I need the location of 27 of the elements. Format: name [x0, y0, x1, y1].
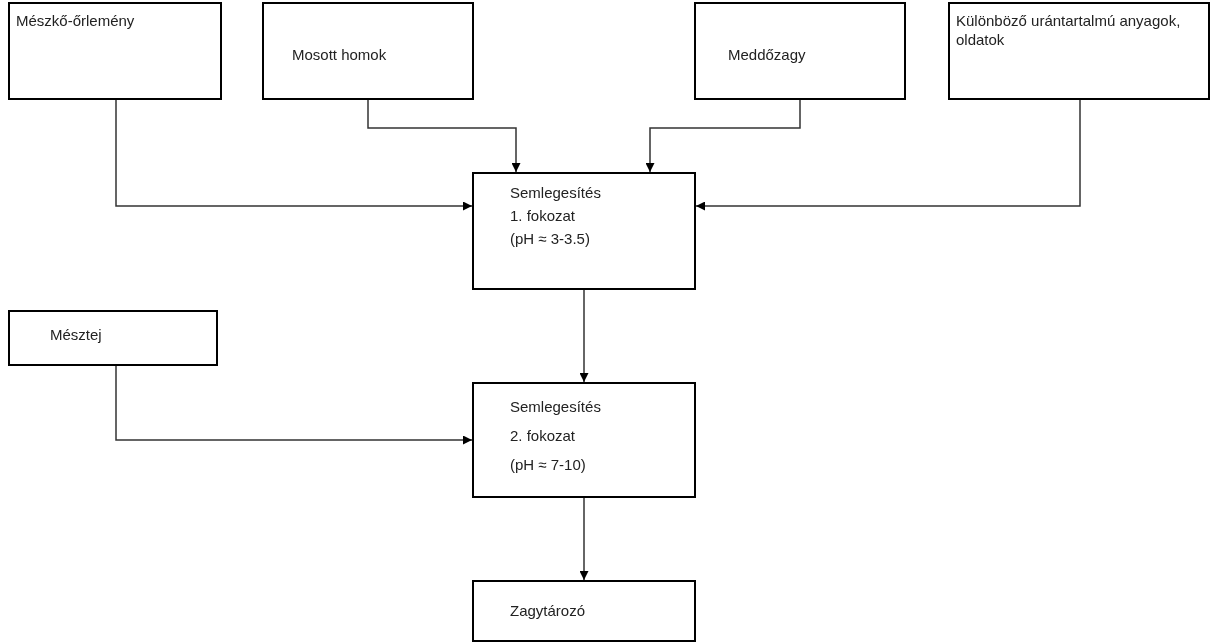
box-label: Semlegesítés [510, 398, 602, 417]
box-label: Mészkő-őrlemény [16, 12, 136, 31]
box-label: (pH ≈ 3-3.5) [510, 229, 591, 249]
box-label: Mésztej [50, 326, 103, 345]
box-label: 2. fokozat [510, 426, 577, 446]
box-label: 1. fokozat [510, 206, 577, 226]
box-label: Meddőzagy [728, 46, 807, 65]
arrow [579, 497, 589, 581]
box-label: Zagytározó [510, 602, 587, 621]
box-label: Különböző urántartalmú anyagok, oldatok [956, 12, 1182, 50]
box-label: Semlegesítés [510, 184, 602, 203]
process-box [262, 2, 474, 100]
arrow [695, 99, 1081, 211]
process-box [8, 310, 218, 366]
box-label: Mosott homok [292, 46, 388, 65]
box-label: (pH ≈ 7-10) [510, 455, 587, 475]
arrow [579, 289, 589, 383]
process-box [8, 2, 222, 100]
arrow [645, 99, 801, 173]
process-box [948, 2, 1210, 100]
arrow [115, 365, 473, 445]
process-box [472, 172, 696, 290]
process-box [472, 580, 696, 642]
process-box [472, 382, 696, 498]
process-box [694, 2, 906, 100]
arrow [367, 99, 521, 173]
arrow [115, 99, 473, 211]
